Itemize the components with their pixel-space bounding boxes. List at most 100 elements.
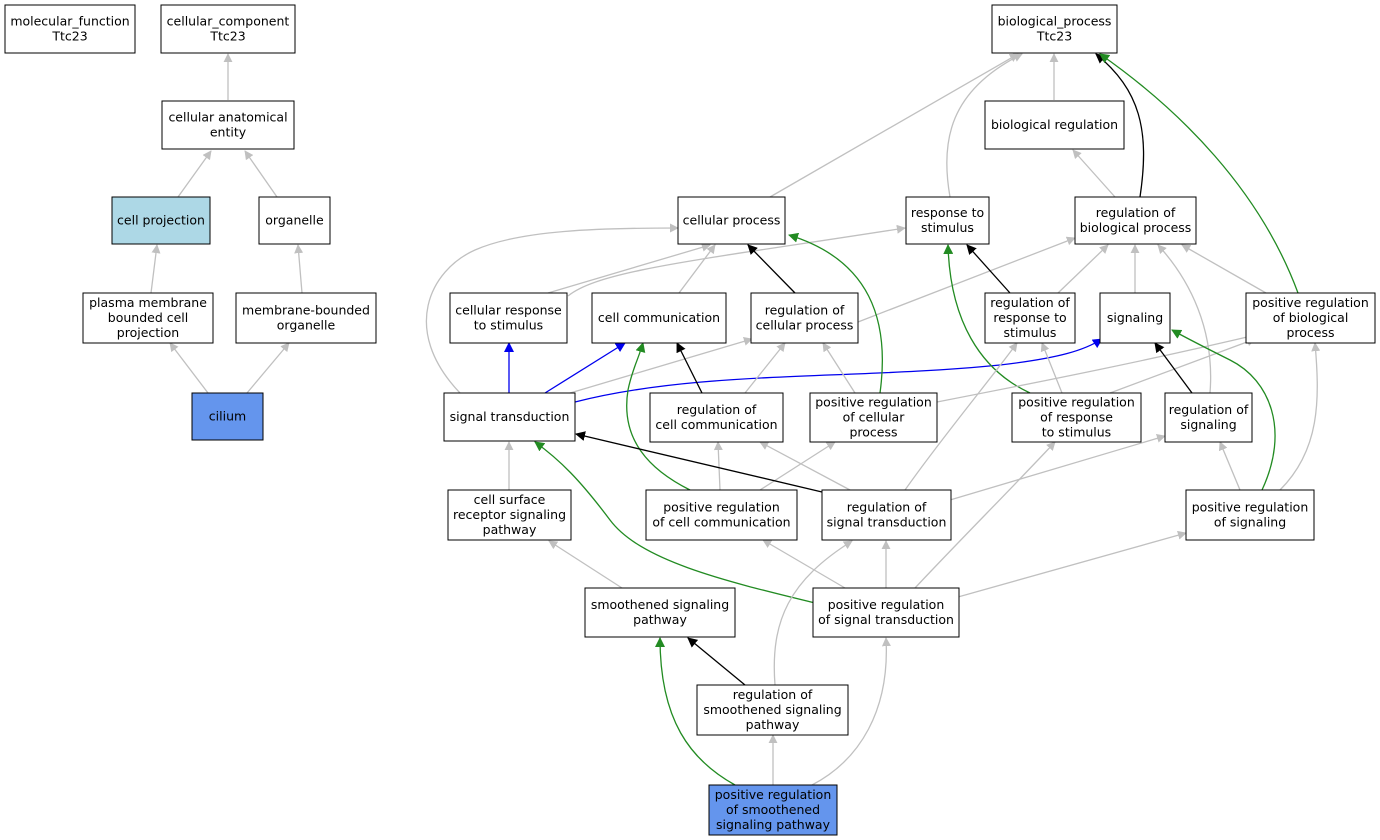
node-label-line: organelle (277, 318, 336, 333)
edge-sigtrans-to-regcp (559, 336, 753, 397)
node-label-line: of cell communication (652, 515, 790, 530)
edge-regst-to-sigtrans (575, 431, 823, 493)
edge-regst-to-regcc (759, 441, 851, 491)
node-box (812, 587, 960, 638)
node-box (160, 4, 296, 54)
node-label-line: cell projection (117, 213, 205, 228)
node-box (1011, 392, 1142, 443)
node-signaling[interactable]: signaling (1099, 292, 1171, 344)
edge-posregbp-to-bp (1099, 53, 1299, 294)
edge-regbp-to-breg (1072, 149, 1116, 198)
node-label-line: of signaling (1214, 515, 1286, 530)
node-box (991, 4, 1118, 54)
edge-regssp-to-ssp (687, 637, 746, 686)
edge-regsig-to-signaling (1154, 342, 1193, 394)
node-ccomm[interactable]: cell communication (591, 292, 727, 344)
node-box (696, 684, 849, 736)
node-label-line: cellular anatomical (168, 110, 287, 125)
node-sigtrans[interactable]: signal transduction (443, 392, 576, 442)
edge-posregsig-to-posregbp (1279, 342, 1321, 491)
node-label-line: cilium (209, 409, 246, 424)
node-organelle[interactable]: organelle (258, 196, 331, 245)
edge-sigtrans-to-cellproc (425, 223, 679, 394)
edge-sigtrans-to-signaling (574, 338, 1103, 403)
edge-cellproc-to-bp (769, 53, 1019, 198)
node-label-line: pathway (746, 717, 800, 732)
node-label-line: regulation of (1096, 205, 1176, 220)
node-label-line: Ttc23 (209, 29, 245, 44)
node-label-line: cell communication (598, 310, 720, 325)
node-cilium[interactable]: cilium (191, 392, 264, 441)
edge-posregst-to-posregsig (957, 530, 1187, 598)
node-label-line: biological regulation (991, 117, 1118, 132)
node-box (649, 392, 784, 443)
edge-ssp-to-csrsp (548, 540, 623, 589)
node-label-line: of signal transduction (818, 612, 954, 627)
node-box (750, 292, 859, 344)
edge-organelle-to-cae (244, 150, 278, 198)
node-label-line: of response (1040, 410, 1113, 425)
edge-posregst-to-posregrts (914, 441, 1056, 589)
node-label-line: biological process (1080, 220, 1192, 235)
edge-regst-to-regrts (904, 342, 1018, 491)
node-box (1099, 292, 1171, 344)
edge-posregrts-to-rts (943, 244, 1031, 394)
node-label-line: stimulus (921, 220, 974, 235)
node-box (645, 489, 798, 541)
node-box (1185, 489, 1315, 541)
node-label-line: positive regulation (715, 787, 832, 802)
node-label-line: of smoothened (726, 802, 820, 817)
node-box (191, 392, 264, 441)
node-label-line: stimulus (1004, 325, 1057, 340)
edge-posregrts-to-posregbp (1109, 337, 1256, 394)
edge-posregcc-to-ccomm (626, 342, 691, 491)
node-label-line: signal transduction (450, 409, 570, 424)
node-label-line: regulation of (847, 500, 927, 515)
node-box (677, 196, 786, 245)
edge-regst-to-regsig (949, 433, 1166, 501)
edge-posregcp-to-regcp (822, 342, 856, 394)
node-label-line: receptor signaling (453, 507, 566, 522)
node-label-line: bounded cell (108, 310, 188, 325)
edge-regcp-to-cellproc (747, 244, 796, 294)
node-box (1245, 292, 1376, 344)
edge-regsig-to-regbp (1157, 244, 1212, 394)
node-breg[interactable]: biological regulation (984, 100, 1125, 150)
node-cellproc[interactable]: cellular process (677, 196, 786, 245)
edge-regcp-to-regbp (857, 236, 1076, 323)
node-box (449, 292, 568, 344)
node-label-line: positive regulation (1018, 395, 1135, 410)
node-label-line: positive regulation (1192, 500, 1309, 515)
node-box (584, 587, 736, 638)
node-label-line: signaling (1180, 417, 1236, 432)
node-label-line: Ttc23 (1036, 29, 1072, 44)
node-cproj[interactable]: cell projection (111, 196, 211, 245)
node-label-line: pathway (633, 612, 687, 627)
